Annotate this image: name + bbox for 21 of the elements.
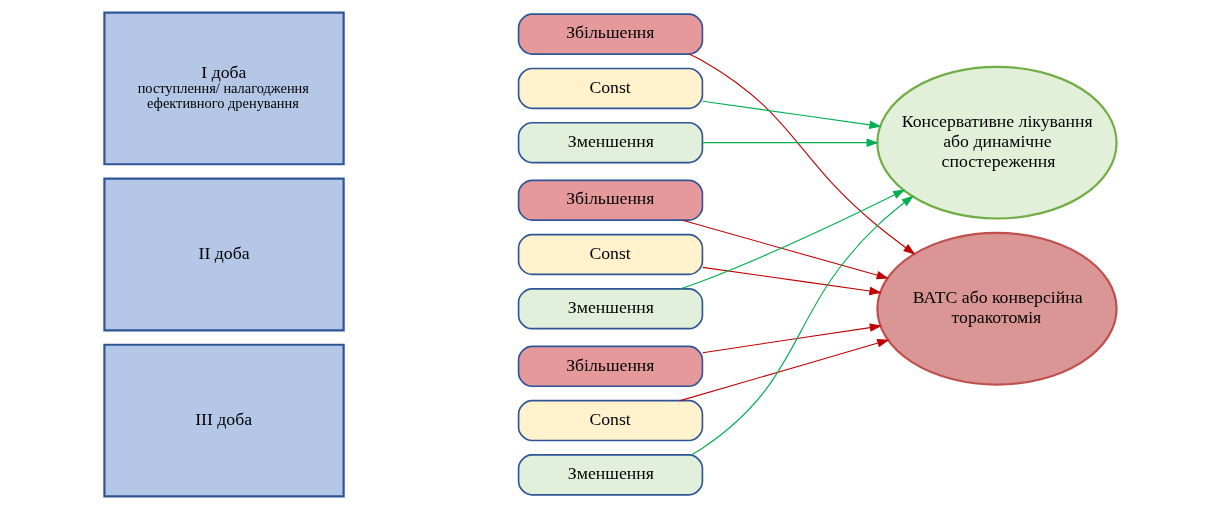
node-box: Збільшення — [517, 345, 703, 388]
node-ellipse: Консервативне лікування або динамічне спостереження — [875, 65, 1118, 220]
node-box: Const — [517, 67, 703, 110]
node-box: Const — [517, 233, 703, 276]
arrow — [701, 100, 882, 130]
arrow — [690, 195, 914, 456]
node-box: Збільшення — [517, 13, 703, 55]
node-box: Зменшення — [517, 121, 703, 164]
arrow — [679, 339, 889, 402]
arrow — [701, 266, 882, 296]
arrow — [701, 138, 879, 147]
node-box: Зменшення — [517, 288, 703, 330]
node-box: I доба поступлення/ налагодження ефективного дренування — [102, 11, 345, 166]
node-box: Збільшення — [517, 179, 703, 221]
node-box: II доба — [102, 177, 345, 332]
node-box: Const — [517, 399, 703, 442]
node-box: III доба — [102, 343, 345, 498]
arrow — [681, 219, 889, 280]
arrow — [688, 53, 915, 255]
node-box: Зменшення — [517, 454, 703, 496]
arrow — [701, 323, 882, 354]
